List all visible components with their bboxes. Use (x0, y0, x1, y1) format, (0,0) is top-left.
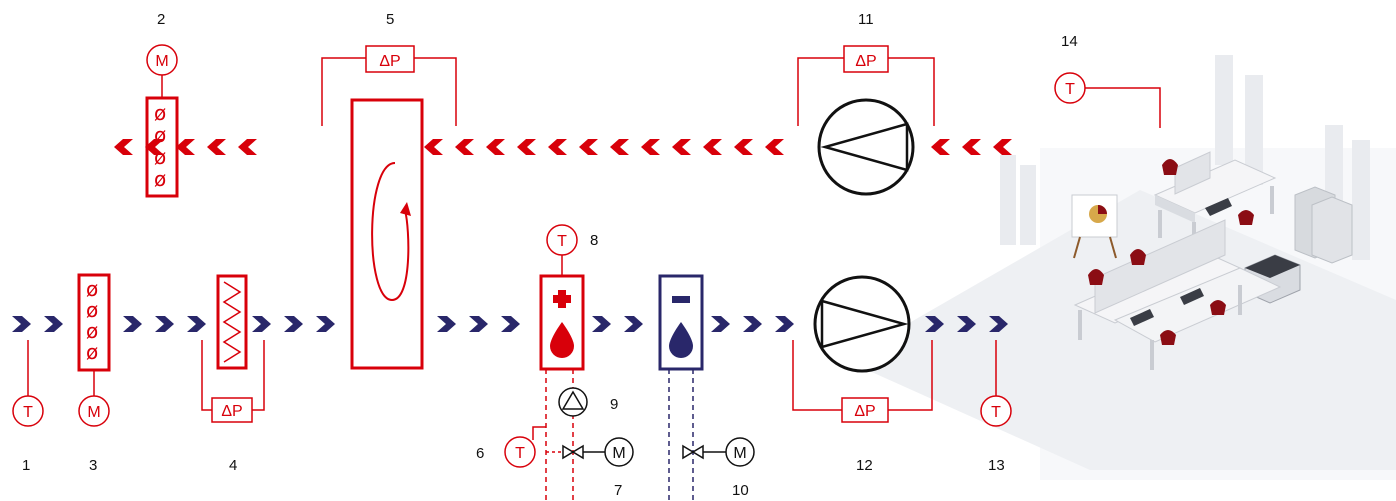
droplet-icon (550, 322, 574, 358)
label-1: 1 (22, 457, 30, 474)
supply-arrow-icon (155, 316, 174, 332)
label-2: 2 (157, 11, 165, 28)
label-9: 9 (610, 396, 618, 413)
supply-arrow-icon (743, 316, 762, 332)
office-illustration (845, 55, 1396, 480)
label-12: 12 (856, 457, 873, 474)
label-13: 13 (988, 457, 1005, 474)
exhaust-fan: ΔP (797, 45, 935, 196)
svg-text:T: T (557, 233, 567, 250)
exhaust-arrow-icon (114, 139, 133, 155)
exhaust-arrow-icon (993, 139, 1012, 155)
exhaust-arrow-icon (579, 139, 598, 155)
whiteboard (1071, 194, 1118, 259)
supply-arrow-icon (592, 316, 611, 332)
supply-arrow-icon (44, 316, 63, 332)
supply-arrow-icon (711, 316, 730, 332)
exhaust-arrow-icon (610, 139, 629, 155)
svg-text:T: T (1065, 81, 1075, 98)
room-temperature-sensor: T (1054, 72, 1161, 128)
label-7: 7 (614, 482, 622, 499)
label-5: 5 (386, 11, 394, 28)
supply-temperature-sensor: T (980, 340, 1012, 427)
damper-blades: ø ø ø ø (154, 101, 166, 191)
supply-arrow-icon (187, 316, 206, 332)
pressure-diff-symbol (843, 45, 889, 73)
exhaust-damper: ø ø ø ø M (145, 44, 179, 198)
motor-label: M (155, 53, 168, 70)
supply-fan: ΔP (792, 275, 933, 423)
svg-text:ΔP: ΔP (854, 403, 875, 420)
svg-text:ΔP: ΔP (221, 403, 242, 420)
damper-blade: ø (154, 123, 166, 147)
number-labels: 1 2 3 4 5 6 7 8 9 10 11 12 13 14 (22, 11, 1078, 499)
damper-blade: ø (154, 101, 166, 125)
exhaust-arrow-icon (424, 139, 443, 155)
supply-arrow-icon (12, 316, 31, 332)
damper-blade: ø (86, 298, 98, 322)
damper-blade: ø (86, 319, 98, 343)
heating-valve: M (546, 437, 634, 467)
filing-cabinets (1294, 186, 1353, 264)
exhaust-arrow-icon (641, 139, 660, 155)
svg-text:T: T (991, 404, 1001, 421)
label-11: 11 (858, 11, 874, 28)
label-14: 14 (1061, 33, 1078, 50)
heating-pump (558, 387, 588, 417)
supply-arrow-icon (252, 316, 271, 332)
supply-filter: ΔP (201, 274, 265, 423)
svg-text:M: M (733, 445, 746, 462)
exhaust-arrow-icon (517, 139, 536, 155)
label-10: 10 (732, 482, 749, 499)
exhaust-arrow-icon (765, 139, 784, 155)
desk-cluster-back (1153, 151, 1277, 250)
exhaust-arrow-icon (931, 139, 950, 155)
exhaust-arrow-icon (672, 139, 691, 155)
svg-text:T: T (515, 445, 525, 462)
label-3: 3 (89, 457, 97, 474)
water-temperature-sensor: T (504, 426, 546, 468)
pressure-diff-label: ΔP (379, 53, 400, 70)
svg-text:T: T (23, 404, 33, 421)
heating-coil: T (539, 224, 585, 501)
pressure-diff-label: ΔP (855, 53, 876, 70)
minus-icon (672, 296, 690, 303)
supply-arrow-icon (469, 316, 488, 332)
exhaust-arrow-icon (548, 139, 567, 155)
exhaust-arrow-icon (238, 139, 257, 155)
desk-cluster-front (1073, 219, 1282, 370)
cooling-coil (658, 274, 704, 501)
damper-blade: ø (154, 145, 166, 169)
cooling-valve: M (682, 437, 755, 467)
rotary-heat-exchanger: ΔP (321, 45, 457, 370)
exhaust-arrow-icon (176, 139, 195, 155)
damper-blade: ø (154, 167, 166, 191)
damper-blade: ø (86, 277, 98, 301)
outdoor-temperature-sensor: T (12, 340, 44, 427)
supply-arrow-icon (437, 316, 456, 332)
pressure-diff-symbol (365, 45, 415, 73)
droplet-icon (669, 322, 693, 358)
svg-text:M: M (87, 404, 100, 421)
exhaust-arrow-icon (703, 139, 722, 155)
label-4: 4 (229, 457, 237, 474)
supply-arrow-icon (123, 316, 142, 332)
supply-arrow-icon (775, 316, 794, 332)
damper-blade: ø (86, 340, 98, 364)
supply-arrow-icon (316, 316, 335, 332)
svg-text:M: M (612, 445, 625, 462)
motor-symbol (146, 44, 178, 76)
exhaust-arrow-icon (962, 139, 981, 155)
exhaust-arrow-icon (734, 139, 753, 155)
supply-arrow-icon (284, 316, 303, 332)
exhaust-arrow-icon (486, 139, 505, 155)
supply-arrow-icon (624, 316, 643, 332)
label-8: 8 (590, 232, 598, 249)
label-6: 6 (476, 445, 484, 462)
supply-damper: ø ø ø ø M (77, 273, 111, 427)
exhaust-arrow-icon (207, 139, 226, 155)
supply-arrow-icon (501, 316, 520, 332)
exhaust-arrow-icon (455, 139, 474, 155)
